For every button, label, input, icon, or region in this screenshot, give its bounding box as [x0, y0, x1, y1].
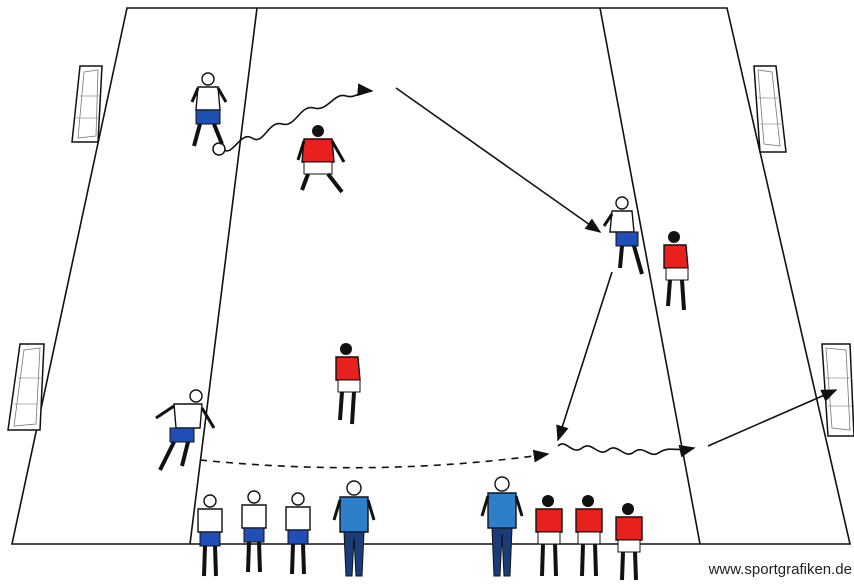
credit-text: www.sportgrafiken.de: [709, 561, 852, 578]
pitch: [12, 8, 850, 544]
goal-top-right: [754, 66, 786, 152]
goal-bottom-left: [8, 344, 44, 430]
goal-top-left: [72, 66, 102, 142]
ball: [213, 143, 225, 155]
pitch-outline: [12, 8, 850, 544]
goal-bottom-right: [822, 344, 854, 436]
